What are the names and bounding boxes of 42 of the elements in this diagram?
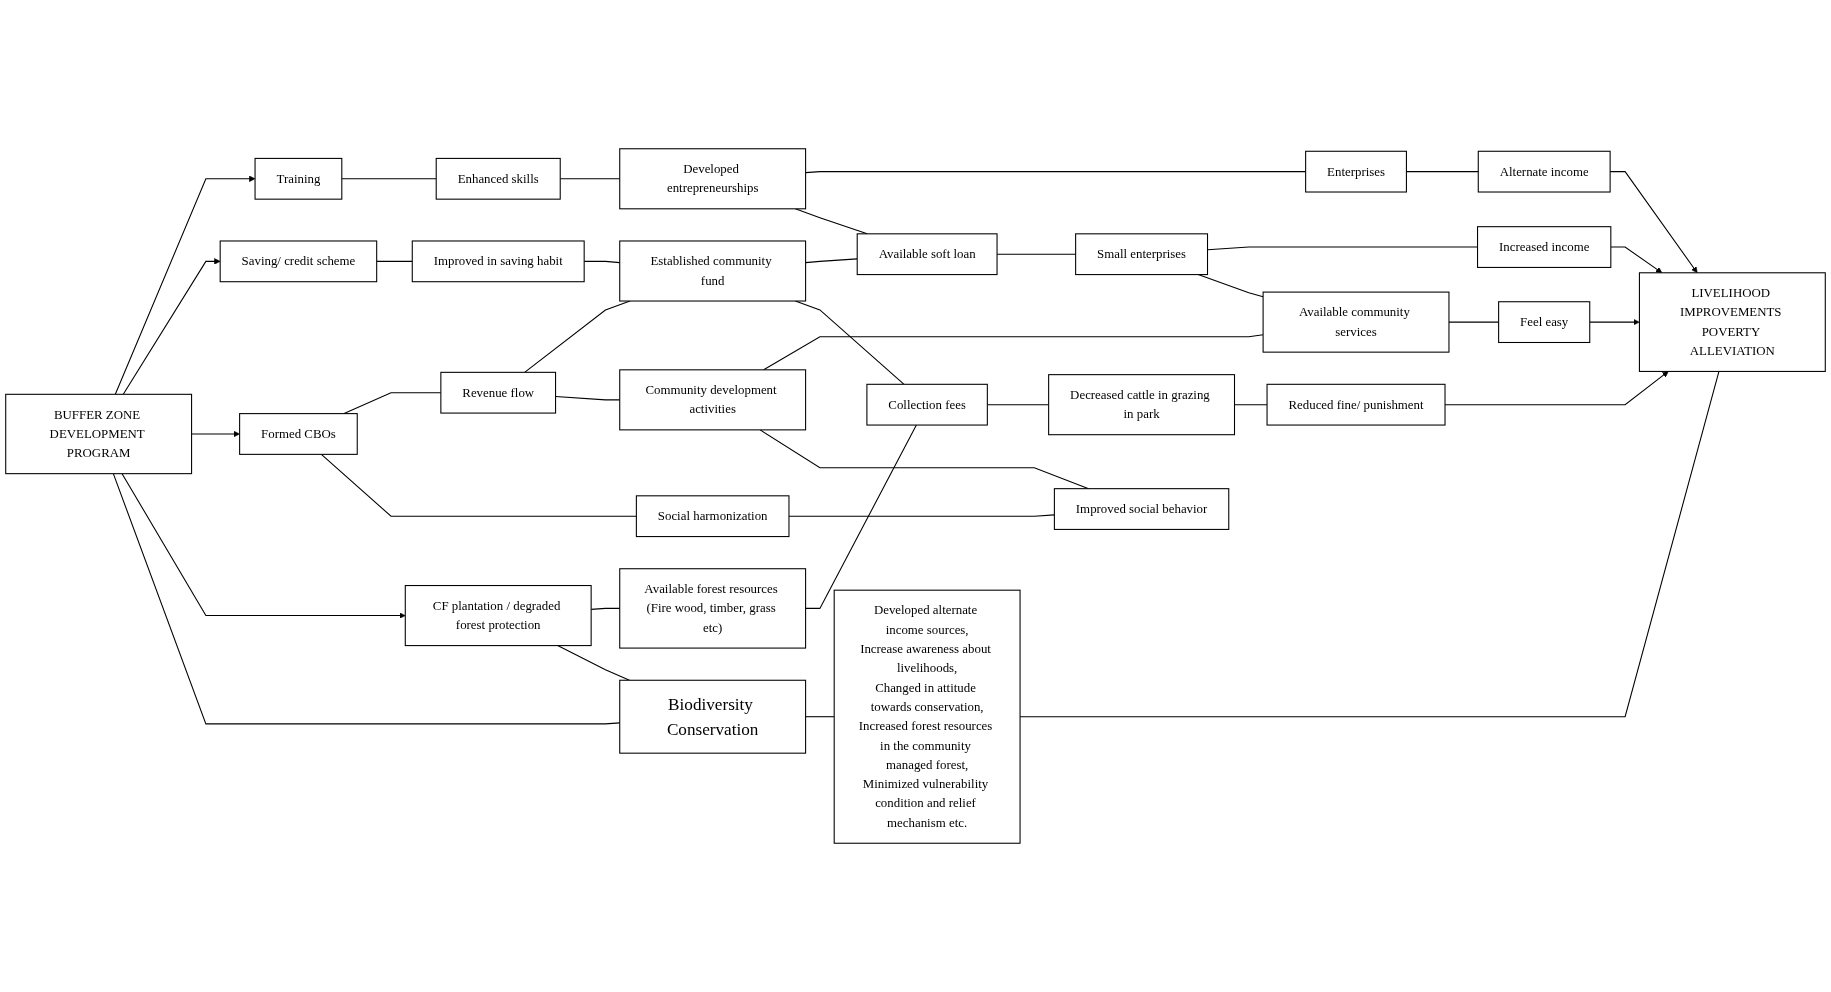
node-box: Saving/ credit scheme <box>219 240 378 283</box>
arrow <box>191 430 240 438</box>
connector <box>763 334 1264 371</box>
connector <box>341 178 437 180</box>
connector <box>788 514 1055 517</box>
connector <box>557 645 631 681</box>
node-box: Developed entrepreneurships <box>619 148 807 210</box>
node-box: LIVELIHOOD IMPROVEMENTS POVERTY ALLEVIATION <box>1638 272 1826 372</box>
node-box: Available forest resources (Fire wood, timber, grass etc) <box>619 568 807 649</box>
arrow <box>114 175 256 395</box>
node-box: Feel easy <box>1498 301 1591 344</box>
node-box: Small enterprises <box>1075 233 1209 276</box>
node-box: Enterprises <box>1305 150 1407 193</box>
node-box: Decreased cattle in grazing in park <box>1048 374 1236 436</box>
node-box: Social harmonization <box>635 495 790 538</box>
connector <box>320 453 637 517</box>
arrow <box>1610 246 1663 274</box>
node-box: Formed CBOs <box>239 413 358 455</box>
node-box: Established community fund <box>619 240 807 302</box>
node-box: Revenue flow <box>440 371 557 414</box>
node-box: Improved in saving habit <box>411 240 585 283</box>
connector <box>805 424 917 609</box>
arrow <box>1589 318 1640 326</box>
node-box: Available community services <box>1262 291 1450 353</box>
node-box: Training <box>254 157 343 200</box>
node-box: Collection fees <box>866 383 988 426</box>
node-box: Biodiversity Conservation <box>619 679 807 754</box>
node-box: Available soft loan <box>856 233 998 276</box>
node-box: BUFFER ZONE DEVELOPMENT PROGRAM <box>5 393 193 475</box>
node-box: Developed alternate income sources, Increase awareness about livelihoods, Changed in attitude towards conservation, Increased forest resources in the community managed forest, Minimized vulnerability condition and relief mechanism etc. <box>833 589 1021 844</box>
connector <box>376 260 413 262</box>
node-box: Alternate income <box>1477 150 1611 193</box>
node-box: Reduced fine/ punishment <box>1266 383 1446 426</box>
node-box: Increased income <box>1477 226 1612 268</box>
connector <box>805 258 858 264</box>
node-box: CF plantation / degraded forest protection <box>404 585 592 647</box>
arrow <box>121 473 406 619</box>
connector <box>805 716 835 718</box>
node-box: Improved social behavior <box>1053 488 1230 530</box>
node-box: Enhanced skills <box>435 157 561 200</box>
arrow <box>122 258 221 395</box>
node-box: Community development activities <box>619 369 807 431</box>
